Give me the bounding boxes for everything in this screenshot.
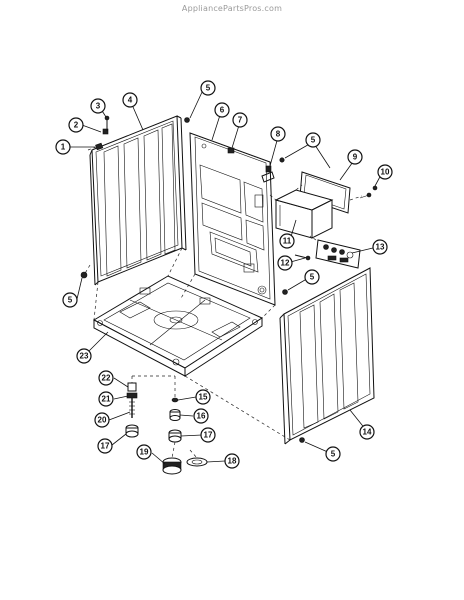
leveling-leg-right	[162, 397, 208, 475]
callout-6: 6	[214, 102, 230, 118]
watermark: AppliancePartsPros.com	[181, 4, 283, 13]
svg-text:17: 17	[204, 431, 213, 440]
svg-text:8: 8	[276, 130, 281, 139]
callout-18: 18	[224, 453, 240, 469]
callout-17-left: 17	[97, 438, 113, 454]
callout-14: 14	[359, 424, 375, 440]
callout-5-middle: 5	[304, 269, 320, 285]
callout-15: 15	[195, 389, 211, 405]
svg-text:5: 5	[310, 273, 315, 282]
svg-text:6: 6	[220, 106, 225, 115]
callout-2: 2	[68, 117, 84, 133]
svg-text:18: 18	[228, 457, 237, 466]
svg-text:12: 12	[281, 259, 290, 268]
svg-text:14: 14	[363, 428, 372, 437]
assembly-dashed-lines	[83, 146, 363, 459]
control-housing	[261, 157, 378, 295]
callout-17-right: 17	[200, 427, 216, 443]
callout-16: 16	[193, 408, 209, 424]
svg-text:5: 5	[68, 296, 73, 305]
svg-text:15: 15	[199, 393, 208, 402]
svg-text:7: 7	[238, 116, 243, 125]
callout-5-top: 5	[200, 80, 216, 96]
callout-3: 3	[90, 98, 106, 114]
svg-text:3: 3	[96, 102, 101, 111]
callout-4: 4	[122, 92, 138, 108]
svg-text:5: 5	[206, 84, 211, 93]
callout-7: 7	[232, 112, 248, 128]
svg-text:11: 11	[283, 237, 292, 246]
right-side-panel	[279, 267, 375, 445]
callout-5-housing: 5	[305, 132, 321, 148]
svg-text:10: 10	[381, 168, 390, 177]
svg-text:16: 16	[197, 412, 206, 421]
callout-1: 1	[55, 139, 71, 155]
callout-21: 21	[98, 391, 114, 407]
left-panel-hardware	[80, 115, 190, 279]
svg-text:17: 17	[101, 442, 110, 451]
callout-19: 19	[136, 444, 152, 460]
svg-text:4: 4	[128, 96, 133, 105]
svg-text:1: 1	[61, 143, 66, 152]
svg-text:5: 5	[331, 450, 336, 459]
svg-text:5: 5	[311, 136, 316, 145]
callout-5-bottom: 5	[325, 446, 341, 462]
svg-text:21: 21	[102, 395, 111, 404]
left-side-panel	[89, 115, 187, 286]
svg-text:2: 2	[74, 121, 79, 130]
leveling-leg-left	[125, 382, 139, 438]
svg-text:22: 22	[102, 374, 111, 383]
callout-20: 20	[94, 412, 110, 428]
svg-text:23: 23	[80, 352, 89, 361]
base-frame	[92, 275, 264, 377]
rear-panel	[189, 132, 276, 306]
callout-22: 22	[98, 370, 114, 386]
svg-text:13: 13	[376, 243, 385, 252]
callout-23: 23	[76, 348, 92, 364]
callout-13: 13	[372, 239, 388, 255]
callout-11: 11	[279, 233, 295, 249]
svg-text:19: 19	[140, 448, 149, 457]
callout-5-left: 5	[62, 292, 78, 308]
callout-8: 8	[270, 126, 286, 142]
callout-9: 9	[347, 149, 363, 165]
svg-text:9: 9	[353, 153, 358, 162]
callout-10: 10	[377, 164, 393, 180]
callout-12: 12	[277, 255, 293, 271]
svg-text:20: 20	[98, 416, 107, 425]
